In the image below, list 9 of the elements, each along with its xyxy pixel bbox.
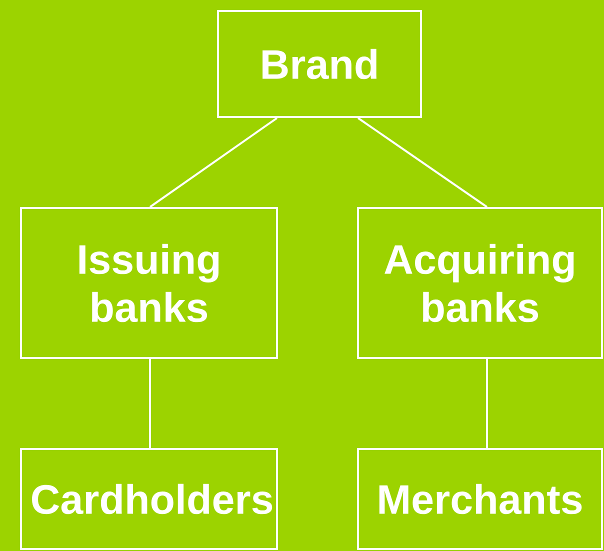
connector-line xyxy=(486,359,488,448)
connector-line xyxy=(149,117,278,208)
connector-line xyxy=(149,359,151,448)
box: Acquiring banks xyxy=(357,207,603,359)
box: Cardholders xyxy=(20,448,278,550)
box: Issuing banks xyxy=(20,207,278,359)
box: Merchants xyxy=(357,448,603,550)
connector-line xyxy=(357,117,488,208)
box: Brand xyxy=(217,10,422,118)
